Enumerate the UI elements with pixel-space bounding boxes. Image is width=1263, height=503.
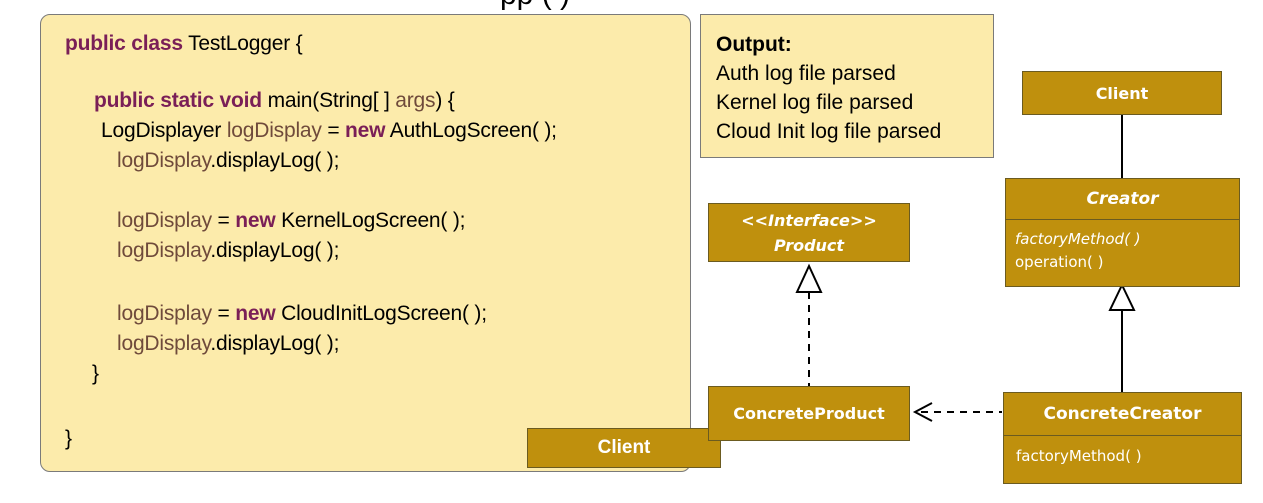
output-title: Output: <box>716 33 792 56</box>
code-text: .displayLog( ); <box>210 149 340 172</box>
code-line-class-decl: public class TestLogger { <box>65 32 303 56</box>
keyword: new <box>345 119 386 142</box>
variable-name: args <box>395 89 436 112</box>
client-tag: Client <box>527 428 721 468</box>
top-clipped-title: pp ( ) <box>500 0 570 12</box>
code-line-auth-assign: LogDisplayer logDisplay = new AuthLogScr… <box>101 119 557 143</box>
code-line-cloud-display: logDisplay.displayLog( ); <box>117 332 339 356</box>
code-text: TestLogger { <box>182 32 303 55</box>
output-line: Auth log file parsed <box>716 62 896 85</box>
code-text: main(String[ ] <box>261 89 396 112</box>
code-text: = <box>321 119 346 142</box>
output-line: Cloud Init log file parsed <box>716 120 942 143</box>
uml-concrete-product-label: ConcreteProduct <box>733 404 885 423</box>
uml-creator-operation: operation( ) <box>1015 253 1104 271</box>
code-text: .displayLog( ); <box>210 332 340 355</box>
code-text: CloudInitLogScreen( ); <box>275 302 487 325</box>
code-text: .displayLog( ); <box>210 239 340 262</box>
code-text: = <box>211 302 236 325</box>
code-line-kernel-display: logDisplay.displayLog( ); <box>117 239 339 263</box>
uml-client-box: Client <box>1022 71 1222 115</box>
code-text: LogDisplayer <box>101 119 227 142</box>
code-text: KernelLogScreen( ); <box>275 209 466 232</box>
keyword: public class <box>65 32 183 55</box>
uml-product-name: Product <box>773 235 845 255</box>
code-line-cloud-assign: logDisplay = new CloudInitLogScreen( ); <box>117 302 487 326</box>
uml-product-box: <<Interface>> Product <box>708 203 910 262</box>
code-panel: public class TestLogger { public static … <box>40 14 721 472</box>
uml-product-stereotype: <<Interface>> <box>741 210 877 230</box>
code-line-main-decl: public static void main(String[ ] args) … <box>94 89 455 113</box>
output-line: Kernel log file parsed <box>716 91 914 114</box>
uml-concrete-creator-box: ConcreteCreator factoryMethod( ) <box>1003 392 1242 484</box>
code-line-kernel-assign: logDisplay = new KernelLogScreen( ); <box>117 209 465 233</box>
variable-name: logDisplay <box>117 302 212 325</box>
variable-name: logDisplay <box>117 209 212 232</box>
variable-name: logDisplay <box>117 149 211 172</box>
code-text: AuthLogScreen( ); <box>385 119 557 142</box>
variable-name: logDisplay <box>117 239 211 262</box>
uml-concrete-creator-method: factoryMethod( ) <box>1016 447 1142 465</box>
realization-arrowhead <box>795 263 823 293</box>
variable-name: logDisplay <box>117 332 211 355</box>
code-line-close-class: } <box>65 427 72 450</box>
code-line-auth-display: logDisplay.displayLog( ); <box>117 149 339 173</box>
output-box: Output: Auth log file parsed Kernel log … <box>700 14 994 158</box>
keyword: new <box>235 302 276 325</box>
uml-concrete-creator-name: ConcreteCreator <box>1004 393 1241 436</box>
uml-creator-factory-method: factoryMethod( ) <box>1015 230 1141 248</box>
uml-creator-box: Creator factoryMethod( ) operation( ) <box>1005 178 1240 287</box>
code-text: = <box>211 209 236 232</box>
variable-name: logDisplay <box>226 119 322 142</box>
uml-concrete-product-box: ConcreteProduct <box>708 386 910 441</box>
keyword: public static void <box>94 89 262 112</box>
code-text: ) { <box>435 89 455 112</box>
keyword: new <box>235 209 276 232</box>
uml-creator-name: Creator <box>1006 179 1239 220</box>
dependency-arrowhead <box>912 402 933 422</box>
code-line-close-method: } <box>92 362 99 385</box>
uml-client-label: Client <box>1095 83 1149 103</box>
inheritance-arrowhead <box>1108 282 1136 311</box>
